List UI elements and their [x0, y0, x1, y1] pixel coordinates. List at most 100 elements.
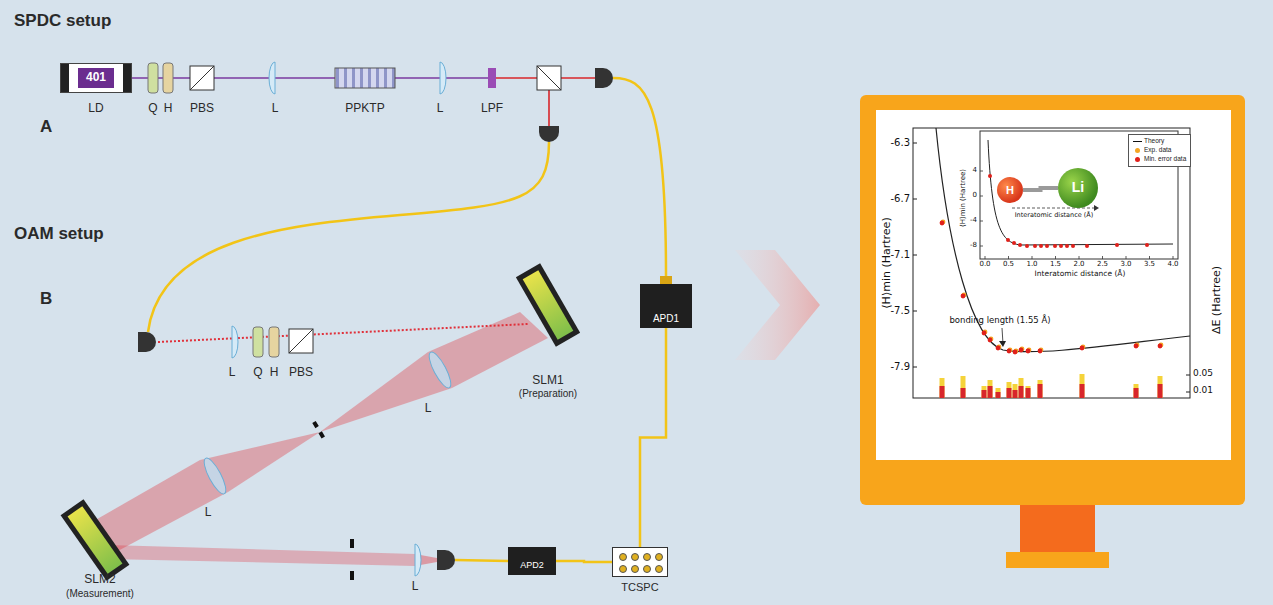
error-bar: [988, 380, 993, 398]
long-pass-filter: [488, 68, 496, 88]
polarizing-beam-splitter: [190, 66, 214, 90]
pump-beam: [132, 77, 488, 79]
aperture: [314, 422, 326, 442]
exp-point: [983, 330, 988, 335]
min-error-point: [1019, 348, 1024, 353]
legend-row: Exp. data: [1133, 146, 1186, 155]
arrow-head: [999, 341, 1006, 347]
error-bar: [982, 390, 987, 398]
node-text: Li: [1072, 180, 1084, 195]
node-text: 401: [78, 68, 114, 87]
min-error-point: [940, 221, 945, 226]
polarizing-beam-splitter: [289, 329, 313, 353]
part-label: L: [425, 402, 432, 415]
min-error-point: [1013, 350, 1018, 355]
chart-label: ⟨H⟩min (Hartree): [960, 169, 968, 227]
error-bar: [940, 378, 945, 398]
part-label: (Measurement): [66, 588, 134, 599]
fiber-connector: [660, 276, 672, 284]
port-dot: [619, 553, 627, 561]
exp-point: [1014, 349, 1019, 354]
fiber-connector: [640, 328, 666, 547]
node-text: TCSPC: [621, 581, 658, 593]
inset-point: [1065, 244, 1069, 248]
inset-point: [1053, 244, 1057, 248]
part-label: SLM1: [532, 374, 563, 387]
inset-ticks: [980, 171, 1173, 259]
error-bar: [1158, 384, 1163, 398]
bond-line: [1023, 188, 1058, 190]
inset-point: [1039, 244, 1043, 248]
chart-label: ⟨H⟩min (Hartree): [881, 217, 893, 308]
node-caption: LD: [88, 102, 103, 115]
legend-text: Theory: [1144, 138, 1164, 145]
part-label: H: [164, 102, 173, 115]
part-label: H: [270, 366, 279, 379]
inset-point: [1033, 244, 1037, 248]
min-error-point: [1134, 344, 1139, 349]
inset-point: [1018, 243, 1022, 247]
lens-symbol: [200, 456, 229, 497]
detector-box: APD2: [508, 547, 556, 575]
exp-point: [1039, 348, 1044, 353]
part-label: L: [412, 580, 419, 593]
chart-label: 4.0: [1167, 261, 1178, 269]
chart-label: -4: [970, 217, 977, 225]
aperture: [350, 571, 354, 580]
chart-label: 3.0: [1120, 261, 1131, 269]
atom-circle: Li: [1058, 168, 1098, 208]
part-label: OAM setup: [14, 225, 104, 244]
error-bars: [940, 374, 1163, 398]
exp-point: [962, 293, 967, 298]
chart-label: 1.0: [1026, 261, 1037, 269]
atom-circle: H: [997, 177, 1023, 203]
chart-frame: [913, 128, 1190, 398]
optical-fiber: [148, 142, 549, 332]
inset-frame: [980, 131, 1178, 259]
monitor-base: [1006, 552, 1109, 568]
node-text: APD2: [520, 561, 544, 571]
error-bar: [996, 392, 1001, 398]
error-bar: [1026, 388, 1031, 398]
inset-point: [988, 174, 992, 178]
exp-point: [1027, 348, 1032, 353]
part-label: SLM2: [84, 573, 115, 586]
min-error-point: [1158, 344, 1163, 349]
legend-swatch: [1135, 157, 1140, 162]
slm-device: [516, 263, 580, 346]
node-text: H: [1006, 184, 1014, 196]
min-error-point: [982, 331, 987, 336]
chart-label: -6.3: [890, 137, 910, 148]
inset-point: [1071, 244, 1075, 248]
error-bar: [940, 386, 945, 398]
part-label: A: [40, 118, 52, 137]
optical-fiber: [613, 78, 666, 276]
inset-point: [1115, 243, 1119, 247]
chart-label: -7.9: [890, 361, 910, 372]
photon-beam: [548, 90, 550, 126]
exp-point: [941, 220, 946, 225]
part-label: (Preparation): [519, 388, 577, 399]
fiber-coupler: [595, 68, 613, 88]
error-bar: [1019, 378, 1024, 398]
min-error-point: [988, 338, 993, 343]
exp-point: [989, 337, 994, 342]
chart-label: bonding length (1.55 Å): [949, 316, 1050, 325]
min-error-point: [996, 346, 1001, 351]
part-label: L: [437, 102, 444, 115]
inset-point: [1012, 241, 1016, 245]
min-error-point: [1026, 349, 1031, 354]
lens-symbol: [269, 62, 275, 94]
slm-device: [61, 499, 130, 581]
error-bar: [1038, 384, 1043, 398]
legend-row: Min. error data: [1133, 155, 1186, 164]
optical-fiber: [455, 560, 508, 561]
error-bar: [1134, 384, 1139, 398]
error-bar: [1080, 384, 1085, 398]
beam-cone: [108, 545, 415, 566]
chart-label: Interatomic distance (Å): [1015, 212, 1094, 219]
legend-text: Exp. data: [1144, 147, 1171, 154]
chart-label: 0.5: [1003, 261, 1014, 269]
